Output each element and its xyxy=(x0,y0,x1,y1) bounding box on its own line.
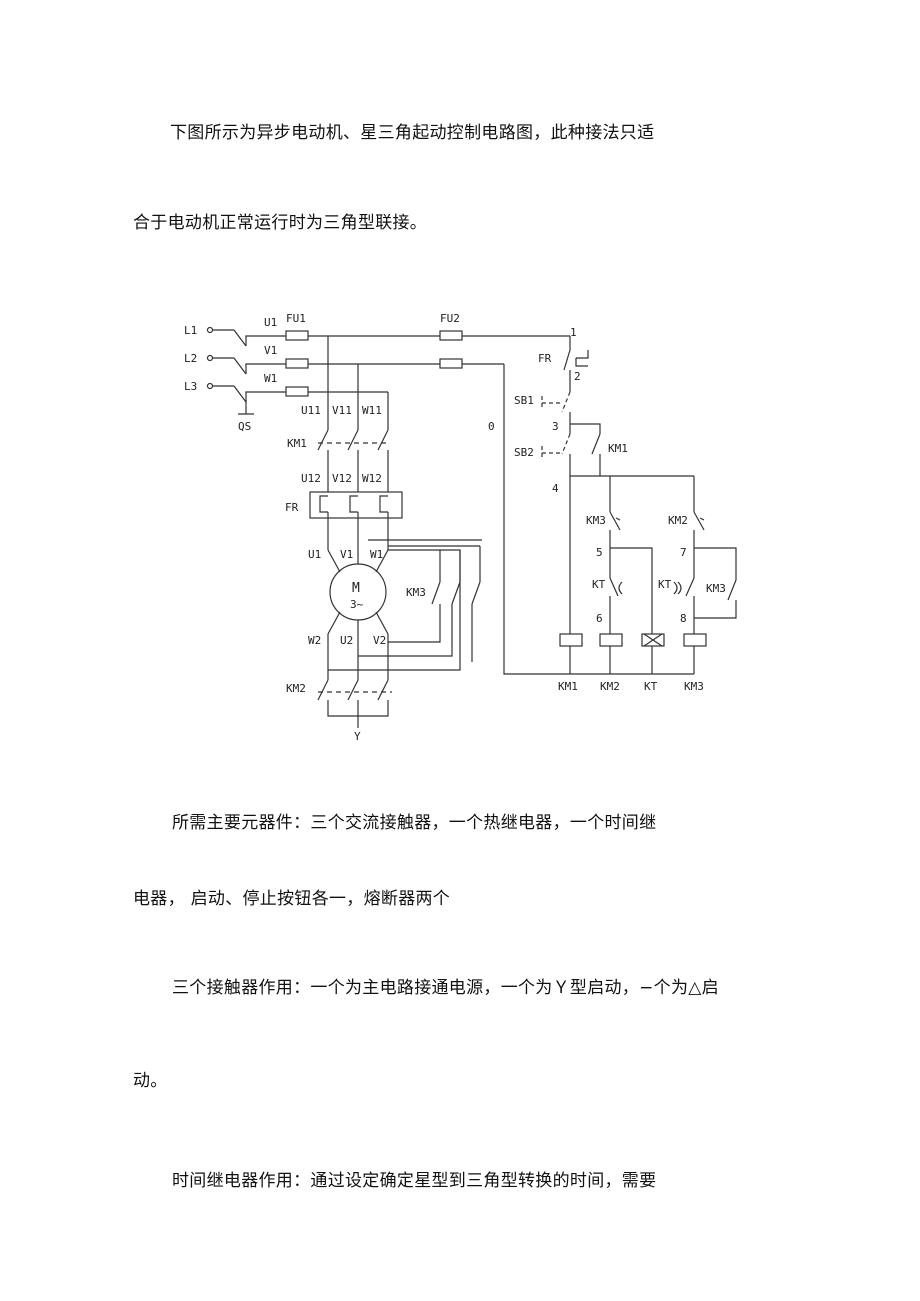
label-KM1: KM1 xyxy=(287,437,307,450)
label-cKM3a: KM3 xyxy=(586,514,606,527)
label-KM3: KM3 xyxy=(406,586,426,599)
label-FR: FR xyxy=(285,501,299,514)
label-U2: U2 xyxy=(340,634,353,647)
label-QS: QS xyxy=(238,420,251,433)
paragraph-2-line-1: 所需主要元器件：三个交流接触器，一个热继电器，一个时间继 xyxy=(172,813,657,833)
label-W2: W2 xyxy=(308,634,321,647)
label-W1: W1 xyxy=(264,372,277,385)
label-n1: 1 xyxy=(570,326,577,339)
coil-label-KM3: KM3 xyxy=(684,680,704,693)
label-W11: W11 xyxy=(362,404,382,417)
label-U11: U11 xyxy=(301,404,321,417)
label-zero: 0 xyxy=(488,420,495,433)
label-n8: 8 xyxy=(680,612,687,625)
paragraph-3-line-1: 三个接触器作用：一个为主电路接通电源，一个为Ｙ型启动，−个为△启 xyxy=(172,978,719,998)
label-cKM3b: KM3 xyxy=(706,582,726,595)
coil-label-KM1: KM1 xyxy=(558,680,578,693)
label-V12: V12 xyxy=(332,472,352,485)
label-KM2: KM2 xyxy=(286,682,306,695)
coil-label-KM2: KM2 xyxy=(600,680,620,693)
label-L3: L3 xyxy=(184,380,197,393)
paragraph-3-line-2: 动。 xyxy=(133,1071,168,1091)
label-mW1: W1 xyxy=(370,548,383,561)
label-cKM2a: KM2 xyxy=(668,514,688,527)
label-SB2: SB2 xyxy=(514,446,534,459)
label-mV1: V1 xyxy=(340,548,353,561)
label-Y: Y xyxy=(354,730,361,743)
paragraph-4-line-1: 时间继电器作用：通过设定确定星型到三角型转换的时间，需要 xyxy=(172,1171,657,1191)
label-n5: 5 xyxy=(596,546,603,559)
label-n4: 4 xyxy=(552,482,559,495)
label-W12: W12 xyxy=(362,472,382,485)
paragraph-2-line-2: 电器， 启动、停止按钮各一，熔断器两个 xyxy=(133,889,451,909)
label-mU1: U1 xyxy=(308,548,321,561)
label-FU2: FU2 xyxy=(440,312,460,325)
label-L1: L1 xyxy=(184,324,197,337)
label-FU1: FU1 xyxy=(286,312,306,325)
label-U12: U12 xyxy=(301,472,321,485)
motor-phase: 3~ xyxy=(350,598,364,611)
label-n3: 3 xyxy=(552,420,559,433)
label-L2: L2 xyxy=(184,352,197,365)
paragraph-1-line-1: 下图所示为异步电动机、星三角起动控制电路图，此种接法只适 xyxy=(170,123,655,143)
label-cKM1: KM1 xyxy=(608,442,628,455)
label-KTb: KT xyxy=(658,578,672,591)
label-KTa: KT xyxy=(592,578,606,591)
label-n2: 2 xyxy=(574,370,581,383)
label-U1: U1 xyxy=(264,316,277,329)
label-SB1: SB1 xyxy=(514,394,534,407)
label-cFR: FR xyxy=(538,352,552,365)
paragraph-1-line-2: 合于电动机正常运行时为三角型联接。 xyxy=(133,213,428,233)
label-n6: 6 xyxy=(596,612,603,625)
label-V2: V2 xyxy=(373,634,386,647)
coil-label-KT: KT xyxy=(644,680,658,693)
label-V11: V11 xyxy=(332,404,352,417)
motor-label: M xyxy=(352,581,360,596)
star-delta-circuit-diagram: L1 L2 L3 QS U1 V1 W1 FU1 FU2 U11 V11 W11… xyxy=(184,312,737,743)
label-n7: 7 xyxy=(680,546,687,559)
label-V1: V1 xyxy=(264,344,277,357)
